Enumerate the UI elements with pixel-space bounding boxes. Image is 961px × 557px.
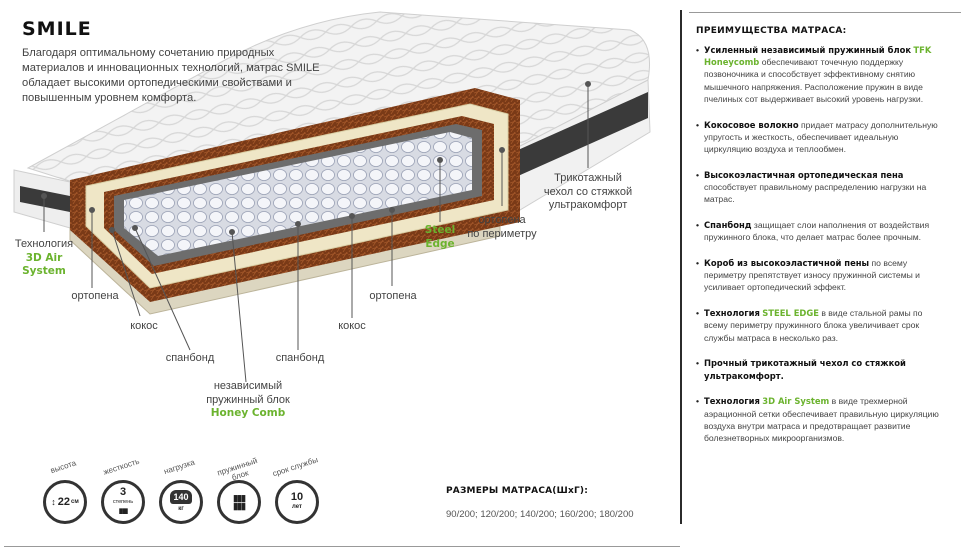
vertical-divider [680,10,682,524]
advantage-item: Прочный трикотажный чехол со стяжкой уль… [696,357,948,381]
advantage-item: Технология 3D Air System в виде трехмерн… [696,395,948,444]
advantage-item: Высокоэластичная ортопедическая пена спо… [696,169,948,206]
label-spanbond-mid: спанбонд [275,352,325,364]
advantages-title: ПРЕИМУЩЕСТВА МАТРАСА: [696,26,847,36]
mattress-cutaway-illustration [13,11,651,383]
sizes-title: РАЗМЕРЫ МАТРАСА(ШхГ): [446,486,588,496]
advantage-item: Короб из высокоэластичной пены по всему … [696,257,948,294]
label-spring-block: независимый пружинный блок Honey Comb [206,380,290,419]
label-foam-mid: ортопена [369,290,417,302]
label-steel-edge: Steel Edge [424,224,456,250]
label-spanbond-left: спанбонд [165,352,215,364]
label-coconut-mid: кокос [338,320,366,332]
spring-block-icon: ▮▮▮▮▮▮ [217,480,261,524]
spring-block [124,132,472,256]
spec-spring-block: пружинный блок ▮▮▮▮▮▮ [214,456,264,542]
advantage-item: Технология STEEL EDGE в виде стальной ра… [696,307,948,344]
advantage-item: Кокосовое волокно придает матрасу дополн… [696,119,948,156]
sizes-list: 90/200; 120/200; 140/200; 160/200; 180/2… [446,509,634,520]
advantages-list: Усиленный независимый пружинный блок TFK… [696,44,948,458]
advantage-item: Спанбонд защищает слои наполнения от воз… [696,219,948,243]
product-intro: Благодаря оптимальному сочетанию природн… [22,47,320,104]
label-foam-perimeter: ортопена по периметру [467,214,537,240]
label-cover: Трикотажный чехол со стяжкой ультракомфо… [543,172,633,211]
product-title: SMILE [22,18,92,40]
label-3d-air-system: Технология 3D Air System [14,238,74,277]
label-foam-left: ортопена [71,290,119,302]
top-divider [689,12,961,13]
label-coconut-left: кокос [130,320,158,332]
advantage-item: Усиленный независимый пружинный блок TFK… [696,44,948,105]
bottom-divider [4,546,680,547]
